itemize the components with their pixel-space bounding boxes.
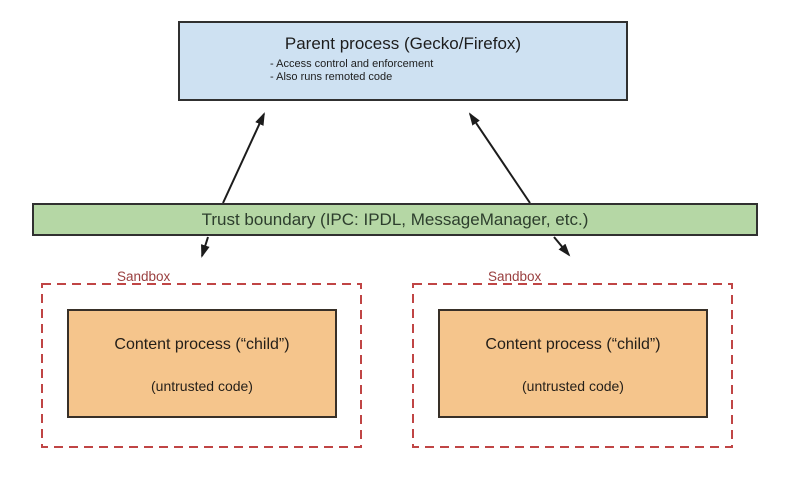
content-process-box-left: Content process (“child”) (untrusted cod… [67, 309, 337, 418]
sandbox-left-label: Sandbox [117, 269, 171, 284]
arrow-trust-to-parent-right [468, 112, 531, 204]
content-process-subtitle-left: (untrusted code) [151, 378, 253, 394]
trust-boundary-label: Trust boundary (IPC: IPDL, MessageManage… [201, 209, 589, 229]
arrow-trust-to-sandbox-right [553, 236, 571, 257]
content-process-subtitle-right: (untrusted code) [522, 378, 624, 394]
content-process-title-left: Content process (“child”) [114, 336, 290, 353]
parent-bullet-remoted-code: - Also runs remoted code [270, 71, 393, 83]
arrow-trust-to-sandbox-left [201, 236, 210, 258]
trust-boundary-bar: Trust boundary (IPC: IPDL, MessageManage… [32, 203, 758, 236]
arrow-trust-to-parent-left [222, 112, 265, 204]
sandbox-right: Sandbox Content process (“child”) (untru… [412, 269, 733, 448]
sandbox-left: Sandbox Content process (“child”) (untru… [41, 269, 362, 448]
parent-process-bullets: - Access control and enforcement - Also … [180, 58, 626, 84]
content-process-box-right: Content process (“child”) (untrusted cod… [438, 309, 708, 418]
content-process-title-right: Content process (“child”) [485, 336, 661, 353]
parent-bullet-access-control: - Access control and enforcement [270, 58, 434, 70]
parent-process-box: Parent process (Gecko/Firefox) - Access … [178, 21, 628, 101]
sandbox-right-label: Sandbox [488, 269, 542, 284]
parent-process-title: Parent process (Gecko/Firefox) [284, 34, 522, 53]
